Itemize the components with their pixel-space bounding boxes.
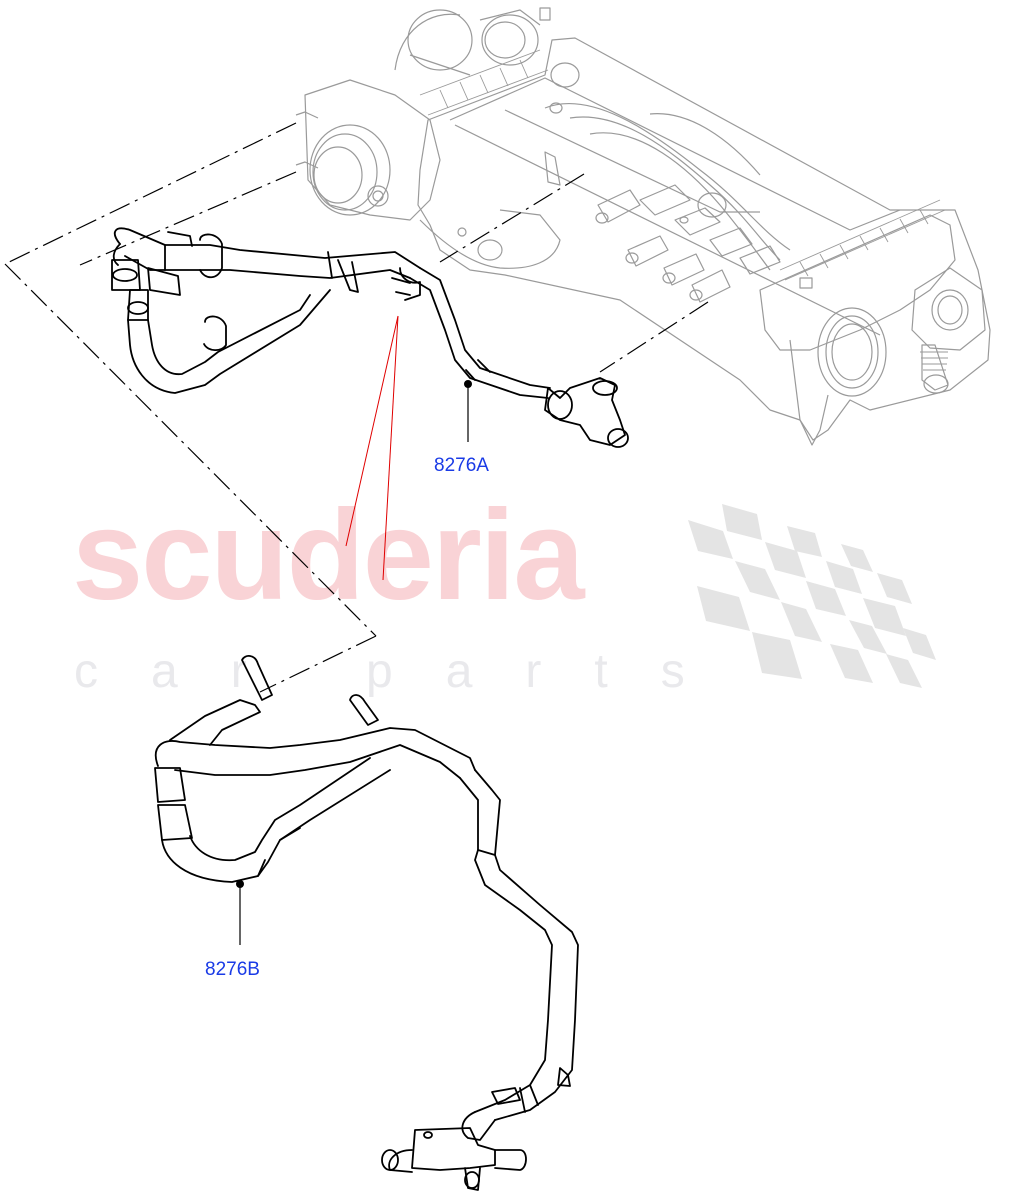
callout-label-8276b[interactable]: 8276B [205, 959, 260, 980]
assembly-leader-lines [4, 122, 709, 693]
callout-leader-8276a [464, 380, 472, 442]
intake-manifold [295, 7, 991, 446]
watermark-subtitle: car parts [74, 645, 738, 698]
hose-8276b[interactable] [154, 655, 579, 1191]
reference-lines [345, 315, 399, 581]
callout-leader-8276b [236, 880, 244, 945]
checkered-flag-watermark [688, 504, 936, 688]
hose-8276a[interactable] [111, 227, 629, 448]
watermark-title: scuderia [72, 484, 584, 627]
callout-label-8276a[interactable]: 8276A [434, 455, 489, 476]
